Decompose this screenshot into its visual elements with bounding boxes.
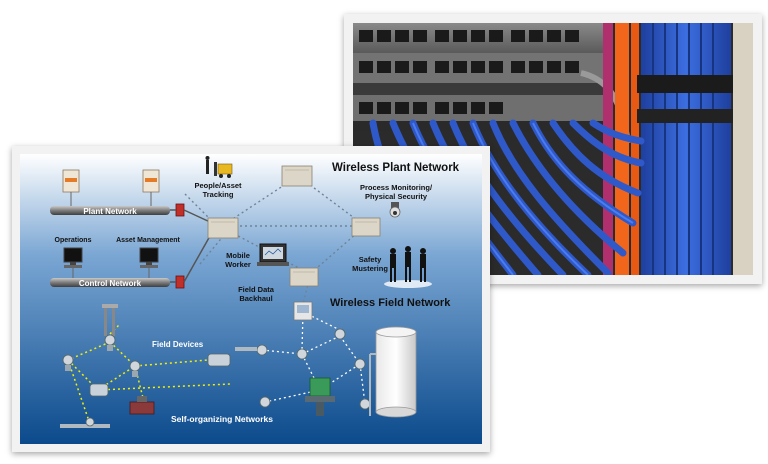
safety-mustering-label-line2: Mustering	[352, 264, 388, 273]
control-network-label: Control Network	[79, 279, 142, 288]
field-transmitter-icon	[235, 344, 268, 356]
field-transmitter-icon	[259, 396, 271, 408]
network-cables-photo	[344, 14, 762, 284]
patch-panel-photo	[353, 23, 753, 275]
forklift-icon	[205, 156, 233, 178]
wireless-access-point-icon	[281, 165, 313, 187]
plant-network-bus	[50, 206, 170, 215]
field-transmitter-icon	[207, 353, 231, 367]
safety-mustering-label-line1: Safety	[359, 255, 382, 264]
pipe-flow-meter-icon	[60, 417, 110, 428]
field-data-backhaul-label-line1: Field Data	[238, 285, 275, 294]
wireless-access-point-icon	[207, 217, 239, 239]
wireless-plant-network-title: Wireless Plant Network	[332, 162, 460, 174]
wireless-access-point-icon	[351, 217, 381, 237]
valve-icon	[129, 396, 155, 415]
control-network-bus	[50, 278, 170, 287]
laptop-icon	[257, 243, 289, 266]
pipe-tower-icon	[102, 304, 118, 336]
self-organizing-networks-label: Self-organizing Networks	[171, 414, 273, 424]
industrial-wireless-network-diagram: Plant Network Control Network Operations	[12, 146, 490, 452]
server-icon	[142, 169, 160, 206]
firewall-icon	[170, 235, 211, 289]
storage-tank-icon	[369, 326, 417, 418]
people-icon	[384, 246, 432, 288]
wireless-access-point-icon	[289, 267, 319, 287]
security-camera-icon	[389, 202, 401, 218]
mobile-worker-label-line1: Mobile	[226, 251, 250, 260]
network-diagram-canvas: Plant Network Control Network Operations	[20, 154, 482, 444]
process-monitoring-label-line1: Process Monitoring/	[360, 183, 433, 192]
people-asset-tracking-label-line2: Tracking	[203, 190, 234, 199]
field-transmitter-icon	[359, 398, 371, 410]
wireless-field-network-title: Wireless Field Network	[330, 297, 451, 309]
field-transmitter-icon	[296, 348, 308, 360]
server-icon	[62, 169, 80, 206]
field-transmitter-icon	[334, 328, 346, 340]
mobile-worker-label-line2: Worker	[225, 260, 251, 269]
operations-label: Operations	[55, 237, 92, 244]
workstation-icon	[139, 247, 159, 278]
field-data-backhaul-label-line2: Backhaul	[239, 294, 272, 303]
field-transmitter-icon	[354, 358, 366, 370]
process-monitoring-label-line2: Physical Security	[365, 192, 428, 201]
field-transmitter-icon	[104, 334, 116, 351]
field-devices-label: Field Devices	[152, 340, 204, 349]
control-valve-icon	[305, 377, 335, 416]
plant-network-label: Plant Network	[83, 207, 137, 216]
field-transmitter-icon	[129, 360, 141, 377]
workstation-icon	[63, 247, 83, 278]
gateway-icon	[293, 301, 313, 321]
field-transmitter-icon	[62, 354, 74, 371]
asset-management-label: Asset Management	[116, 237, 180, 244]
firewall-icon	[170, 203, 211, 223]
people-asset-tracking-label-line1: People/Asset	[194, 181, 242, 190]
field-transmitter-icon	[89, 383, 109, 397]
